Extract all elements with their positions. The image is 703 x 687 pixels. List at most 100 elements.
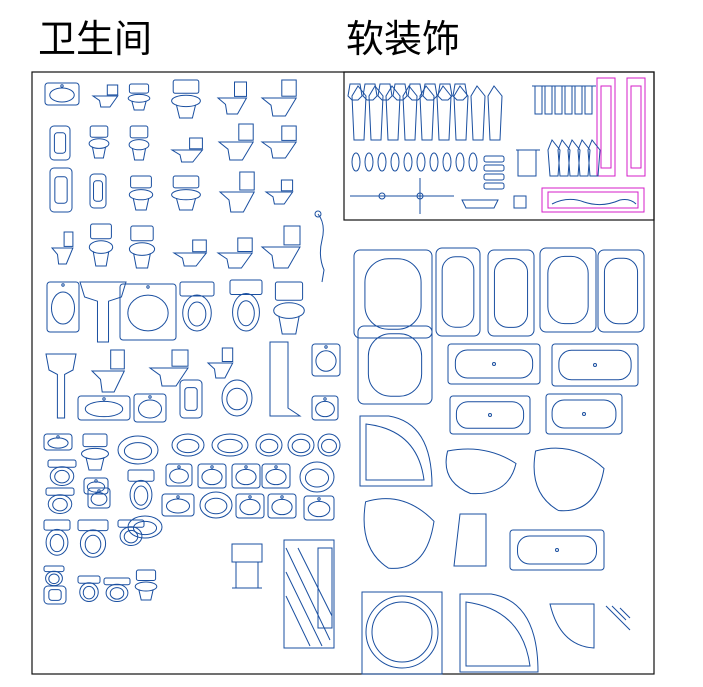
clothes-icon	[403, 152, 413, 172]
washbasin-icon	[94, 479, 98, 483]
bathtub-icon	[357, 325, 433, 405]
toilet-icon	[43, 519, 71, 531]
toilet-icon	[105, 583, 129, 603]
bathtub-icon	[509, 529, 605, 571]
bathtub-icon	[488, 413, 492, 417]
washbasin-icon	[323, 397, 327, 401]
bathtub-icon	[447, 343, 541, 385]
clothes-icon	[483, 164, 505, 172]
bathtub-icon	[353, 249, 433, 339]
washbasin-icon	[303, 495, 335, 521]
bathtub-icon	[547, 255, 589, 325]
hanging-scroll-icon	[596, 77, 616, 177]
toilet-icon	[48, 573, 60, 585]
washbasin-icon	[161, 493, 195, 517]
toilet-icon	[179, 281, 215, 297]
toilet-icon	[52, 497, 68, 512]
washbasin-icon	[201, 468, 223, 486]
bathroom-title: 卫生间	[38, 17, 153, 61]
toilet-icon	[135, 569, 157, 581]
toilet-icon	[175, 197, 197, 211]
toilet-icon	[128, 189, 154, 201]
toilet-icon	[88, 240, 114, 254]
toilet-icon	[128, 242, 156, 256]
washbasin-icon	[324, 345, 328, 349]
washbasin-icon	[137, 399, 163, 419]
toilet-icon	[130, 225, 154, 242]
toilet-icon	[110, 349, 125, 370]
toilet-icon	[91, 95, 119, 108]
clothes-icon	[351, 85, 367, 141]
clothes-icon	[517, 149, 537, 177]
toilet-icon	[216, 252, 254, 269]
toilet-icon	[119, 526, 143, 546]
toilet-icon	[192, 239, 207, 253]
clothes-icon	[364, 152, 374, 172]
bathtub-icon	[582, 412, 586, 416]
toilet-icon	[82, 433, 108, 448]
washbasin-icon	[87, 487, 111, 509]
toilet-icon	[187, 301, 207, 327]
toilet-icon	[172, 252, 208, 267]
clothes-icon	[390, 152, 400, 172]
washbasin-icon	[97, 489, 101, 493]
clothes-icon	[470, 85, 486, 141]
washbasin-icon	[127, 515, 163, 539]
washbasin-icon	[47, 437, 69, 449]
washbasin-icon	[204, 497, 228, 515]
toilet-icon	[237, 237, 253, 252]
hanging-scroll-icon	[600, 85, 612, 169]
toilet-icon	[133, 253, 151, 269]
toilet-icon	[131, 148, 147, 161]
washbasin-icon	[77, 395, 131, 421]
washbasin-icon	[259, 438, 279, 454]
clothes-icon	[461, 199, 499, 209]
washbasin-icon	[231, 463, 261, 489]
toilet-icon	[127, 93, 151, 103]
clothes-icon	[544, 85, 553, 115]
toilet-icon	[79, 582, 99, 602]
urinal-icon	[89, 173, 107, 209]
bathtub-icon	[539, 247, 597, 333]
washbasin-icon	[315, 350, 337, 372]
clothes-icon	[436, 85, 452, 141]
washbasin-icon	[221, 379, 253, 417]
toilet-icon	[175, 104, 197, 119]
washbasin-icon	[255, 433, 283, 457]
clothes-icon	[452, 83, 468, 101]
urinal-icon	[93, 180, 103, 202]
washbasin-icon	[171, 433, 205, 457]
hanging-scroll-icon	[630, 85, 642, 169]
toilet-icon	[117, 519, 145, 528]
toilet-icon	[92, 251, 110, 267]
hanging-scroll-icon	[541, 187, 645, 213]
toilet-icon	[274, 281, 304, 301]
toilet-icon	[238, 123, 254, 141]
clothes-icon	[483, 173, 505, 181]
bathtub-icon	[367, 333, 423, 397]
washbasin-icon	[291, 438, 311, 454]
clothes-icon	[422, 83, 438, 101]
shower-icon	[231, 543, 263, 589]
toilet-icon	[131, 100, 147, 111]
toilet-icon	[260, 246, 301, 269]
toilet-icon	[127, 469, 155, 482]
shower-icon	[285, 547, 333, 647]
toilet-icon	[63, 231, 74, 247]
toilet-icon	[47, 494, 73, 514]
toilet-icon	[129, 479, 153, 510]
toilet-icon	[90, 223, 112, 240]
clothes-icon	[429, 152, 439, 172]
clothes-icon	[407, 83, 423, 101]
urinal-icon	[43, 585, 67, 605]
washbasin-icon	[165, 498, 191, 514]
toilet-icon	[281, 79, 297, 97]
clothes-icon	[378, 192, 386, 200]
corner-bathtub-icon	[363, 498, 435, 569]
clothes-icon	[554, 85, 563, 115]
bathtub-icon	[364, 258, 422, 330]
bathtub-blocks	[353, 247, 645, 675]
toilet-icon	[189, 137, 203, 150]
toilet-icon	[109, 587, 125, 600]
bathtub-icon	[551, 343, 639, 387]
